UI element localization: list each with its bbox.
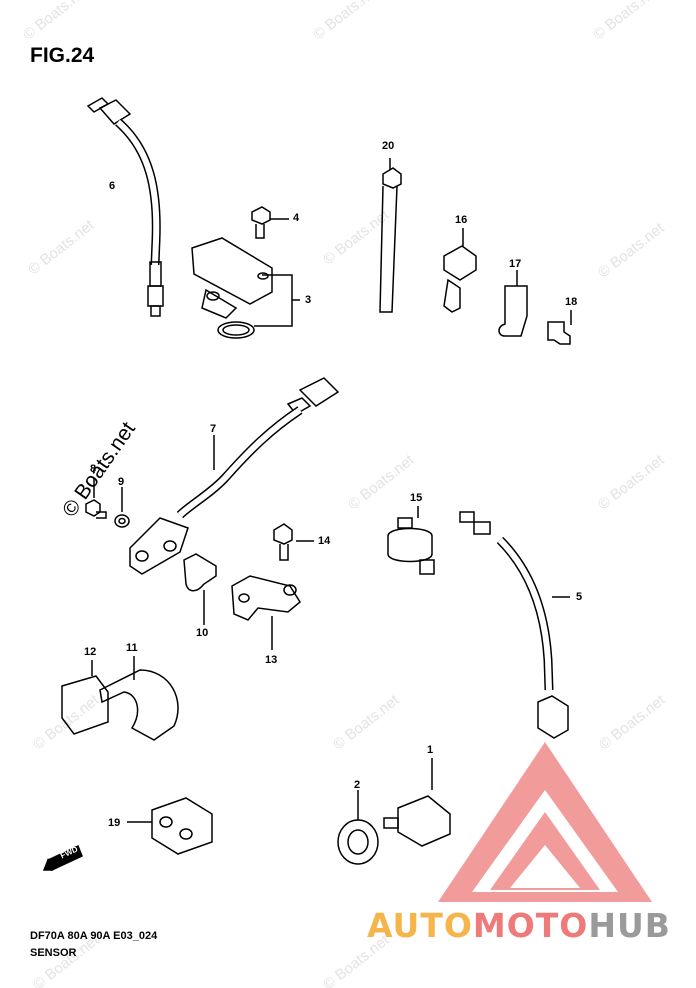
diagram-name: SENSOR: [30, 947, 77, 959]
figure-title: FIG.24: [30, 44, 95, 67]
callout-4: 4: [293, 212, 300, 224]
part-10-clamp: [183, 553, 217, 625]
part-6-sensor-cable: [86, 97, 164, 317]
callout-6: 6: [109, 180, 116, 192]
callout-18: 18: [565, 296, 578, 308]
callout-13: 13: [265, 654, 278, 666]
diagram-code: DF70A 80A 90A E03_024: [30, 930, 158, 942]
part-14-bolt: [273, 523, 314, 561]
callout-7: 7: [210, 423, 217, 435]
part-4-bolt: [251, 206, 289, 239]
part-17-bracket: [498, 270, 528, 337]
callout-2: 2: [354, 779, 361, 791]
fwd-arrow: [42, 844, 83, 872]
callout-8: 8: [90, 463, 97, 475]
part-8-bolt: [85, 478, 107, 519]
part-19-block: [127, 797, 213, 855]
part-16-clip: [443, 228, 477, 313]
part-13-sensor: [231, 575, 301, 650]
callout-9: 9: [118, 476, 125, 488]
part-5-sensor-cable: [459, 511, 570, 739]
part-1-sensor: [383, 758, 451, 847]
part-2-grommet: [337, 790, 379, 865]
part-3-sensor: [191, 237, 300, 339]
callout-14: 14: [318, 535, 331, 547]
part-18-bolt: [547, 310, 572, 345]
part-15-switch: [387, 506, 435, 575]
callout-20: 20: [382, 140, 395, 152]
part-12-insulator: [61, 660, 109, 735]
callout-3: 3: [305, 294, 312, 306]
part-20-cable-tie: [379, 158, 402, 313]
callout-19: 19: [108, 817, 121, 829]
callout-11: 11: [126, 642, 138, 654]
part-9-washer: [114, 487, 130, 528]
part-11-cover: [99, 656, 179, 741]
part-7-harness: [129, 377, 340, 575]
callout-10: 10: [196, 627, 209, 639]
callout-1: 1: [427, 744, 434, 756]
callout-16: 16: [455, 214, 468, 226]
callout-12: 12: [84, 646, 97, 658]
callout-5: 5: [576, 591, 583, 603]
callout-17: 17: [509, 258, 522, 270]
callout-15: 15: [410, 492, 423, 504]
automotohub-logo: AUTOMOTOHUB: [367, 906, 671, 945]
